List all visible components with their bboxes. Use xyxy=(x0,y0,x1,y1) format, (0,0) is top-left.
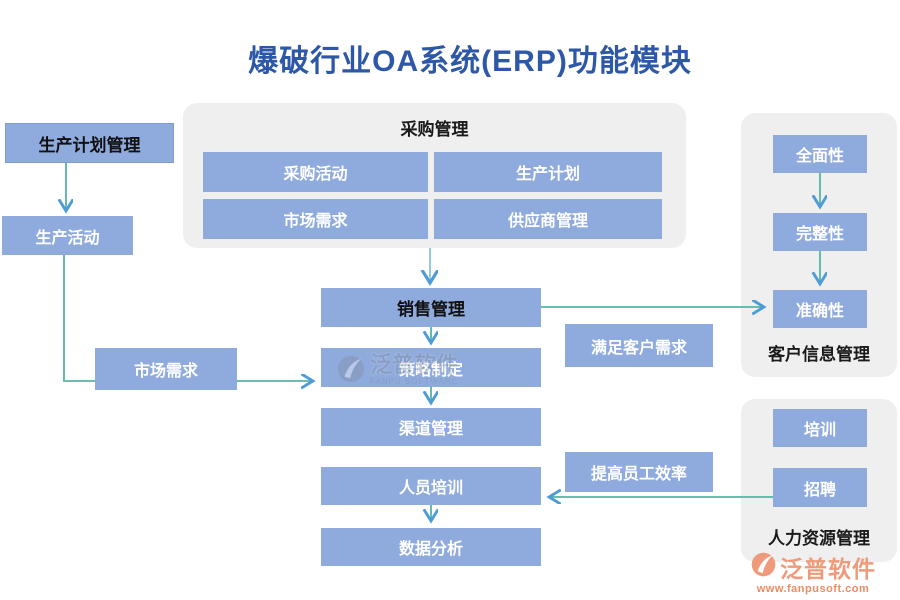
node-recruiting: 招聘 xyxy=(773,468,867,507)
node-production-plan: 生产计划 xyxy=(434,152,662,192)
node-training: 培训 xyxy=(773,409,867,447)
brand-logo: 泛普软件 www.fanpusoft.com xyxy=(750,550,876,595)
procurement-panel-title: 采购管理 xyxy=(400,120,469,139)
node-data-analysis: 数据分析 xyxy=(321,528,541,566)
node-sales-mgmt: 销售管理 xyxy=(321,288,541,327)
node-strategy: 策略制定 xyxy=(321,348,541,387)
node-production-plan-mgmt: 生产计划管理 xyxy=(5,123,174,163)
node-accuracy: 准确性 xyxy=(773,290,867,328)
customer-info-panel-title: 客户信息管理 xyxy=(768,345,870,364)
node-market-demand: 市场需求 xyxy=(203,199,428,239)
page-title: 爆破行业OA系统(ERP)功能模块 xyxy=(248,45,692,78)
node-market-demand-left: 市场需求 xyxy=(95,348,237,390)
node-personnel-training: 人员培训 xyxy=(321,467,541,505)
node-completeness: 完整性 xyxy=(773,213,867,251)
node-supplier-mgmt: 供应商管理 xyxy=(434,199,662,239)
brand-logo-icon xyxy=(750,551,777,583)
node-channel-mgmt: 渠道管理 xyxy=(321,408,541,446)
node-comprehensiveness: 全面性 xyxy=(773,135,867,173)
brand-url: www.fanpusoft.com xyxy=(756,583,870,595)
hr-panel-title: 人力资源管理 xyxy=(768,529,870,548)
node-procurement-activity: 采购活动 xyxy=(203,152,428,192)
node-production-activity: 生产活动 xyxy=(2,216,133,255)
node-satisfy-customer: 满足客户需求 xyxy=(565,324,713,367)
brand-name: 泛普软件 xyxy=(780,556,876,582)
node-improve-efficiency: 提高员工效率 xyxy=(565,452,713,492)
